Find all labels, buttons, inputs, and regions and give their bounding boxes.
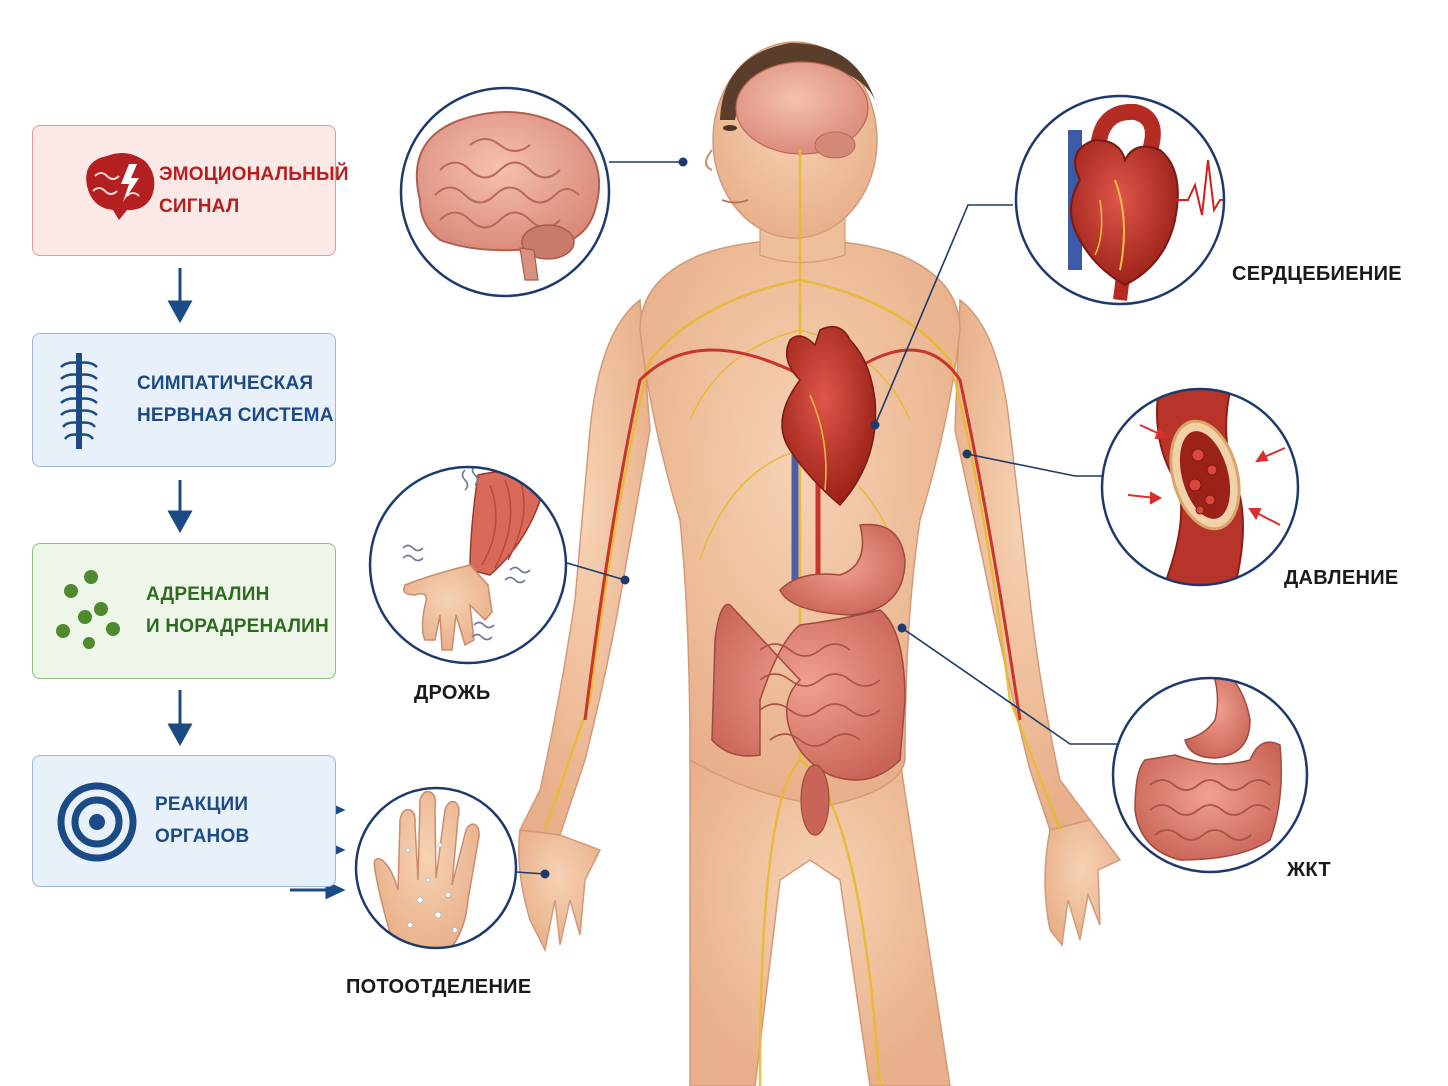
body-digestive bbox=[711, 523, 906, 836]
hormones-label: АДРЕНАЛИН И НОРАДРЕНАЛИН bbox=[146, 584, 329, 637]
body-heart bbox=[781, 325, 877, 507]
sweat-callout bbox=[354, 786, 518, 950]
molecules-icon bbox=[56, 570, 120, 649]
hormones-box: АДРЕНАЛИН И НОРАДРЕНАЛИН bbox=[32, 543, 336, 679]
pressure-callout bbox=[1100, 387, 1300, 587]
tremor-callout bbox=[368, 465, 568, 665]
emotion-signal-label: ЭМОЦИОНАЛЬНЫЙ СИГНАЛ bbox=[159, 163, 349, 217]
sympathetic-system-box: СИМПАТИЧЕСКАЯ НЕРВНАЯ СИСТЕМА bbox=[32, 333, 336, 467]
emotion-signal-box: ЭМОЦИОНАЛЬНЫЙ СИГНАЛ bbox=[32, 125, 348, 256]
tremor-label: ДРОЖЬ bbox=[414, 682, 491, 704]
gi-label: ЖКТ bbox=[1287, 859, 1331, 881]
connector-lines bbox=[515, 161, 1118, 875]
gi-callout bbox=[1111, 676, 1309, 874]
brain-lightning-icon bbox=[86, 152, 155, 220]
sweat-label: ПОТООТДЕЛЕНИЕ bbox=[346, 976, 532, 998]
organ-reactions-label: РЕАКЦИИ ОРГАНОВ bbox=[155, 794, 250, 847]
organ-reactions-box: РЕАКЦИИ ОРГАНОВ bbox=[32, 755, 336, 887]
heartbeat-label: СЕРДЦЕБИЕНИЕ bbox=[1232, 263, 1402, 285]
pressure-label: ДАВЛЕНИЕ bbox=[1284, 567, 1399, 589]
spine-icon bbox=[60, 353, 98, 449]
heart-callout bbox=[1014, 94, 1226, 306]
connector-dots bbox=[540, 157, 972, 879]
brain-callout bbox=[399, 86, 611, 298]
target-icon bbox=[57, 782, 137, 862]
sympathetic-system-label: СИМПАТИЧЕСКАЯ НЕРВНАЯ СИСТЕМА bbox=[137, 373, 334, 426]
